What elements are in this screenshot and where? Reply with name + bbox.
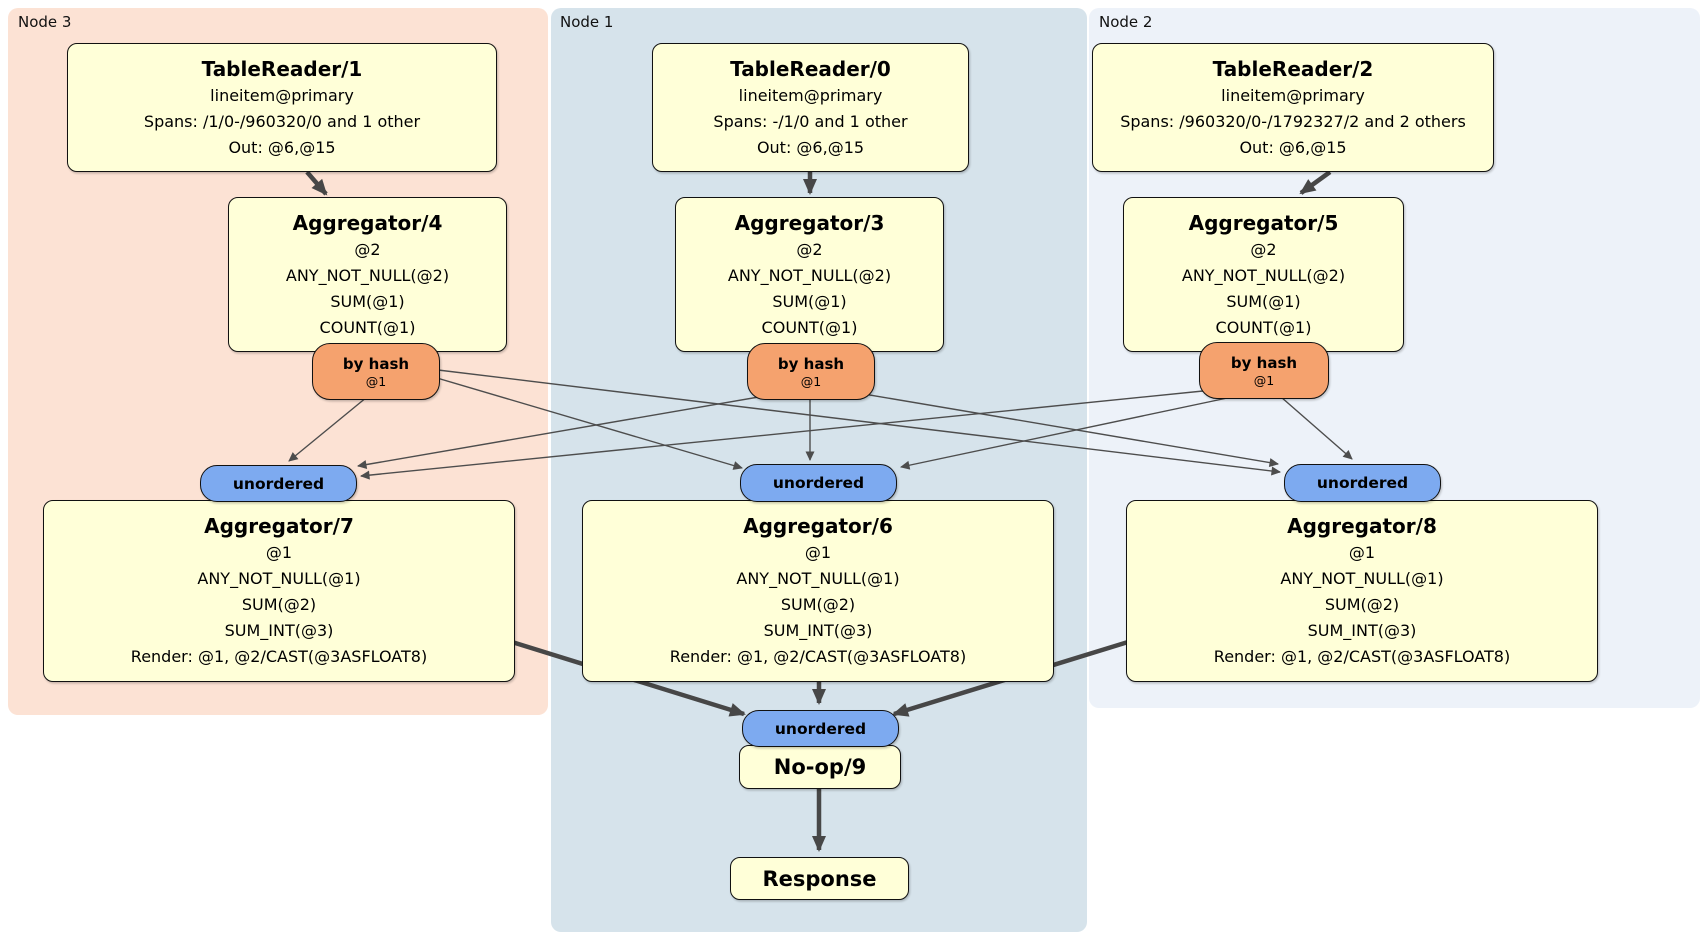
edge-hashM-unR — [845, 390, 1279, 468]
processor-detail: ANY_NOT_NULL(@1) — [1280, 569, 1444, 588]
router-key: @1 — [800, 373, 822, 389]
processor-tablereader-0: TableReader/0 lineitem@primary Spans: -/… — [652, 43, 969, 172]
edge-hashL-unL — [288, 396, 368, 462]
processor-detail: COUNT(@1) — [319, 317, 416, 337]
processor-aggregator-4: Aggregator/4 @2 ANY_NOT_NULL(@2) SUM(@1)… — [228, 197, 507, 352]
processor-title: TableReader/1 — [201, 56, 363, 81]
node3-label: Node 3 — [18, 13, 72, 31]
router-label: by hash — [342, 354, 410, 373]
processor-detail: ANY_NOT_NULL(@2) — [727, 265, 892, 285]
edge-hashL-unR — [437, 369, 1281, 476]
processor-noop-9: No-op/9 — [739, 745, 901, 789]
processor-detail: Spans: -/1/0 and 1 other — [713, 111, 908, 131]
processor-tablereader-2: TableReader/2 lineitem@primary Spans: /9… — [1092, 43, 1494, 172]
processor-detail: SUM(@1) — [330, 291, 405, 311]
processor-detail: COUNT(@1) — [1215, 317, 1312, 337]
processor-detail: @2 — [354, 239, 381, 259]
processor-detail: COUNT(@1) — [761, 317, 858, 337]
processor-title: Aggregator/5 — [1188, 210, 1339, 235]
processor-title: TableReader/0 — [730, 56, 891, 81]
processor-detail: Out: @6,@15 — [1239, 137, 1347, 157]
processor-title: Aggregator/7 — [204, 514, 354, 538]
processor-detail: Render: @1, @2/CAST(@3ASFLOAT8) — [130, 647, 428, 666]
processor-detail: SUM(@1) — [1226, 291, 1301, 311]
processor-detail: ANY_NOT_NULL(@1) — [736, 569, 900, 588]
processor-detail: @2 — [1250, 239, 1277, 259]
processor-detail: ANY_NOT_NULL(@1) — [197, 569, 361, 588]
processor-detail: Render: @1, @2/CAST(@3ASFLOAT8) — [669, 647, 967, 666]
processor-response: Response — [730, 857, 909, 900]
processor-detail: @1 — [1348, 543, 1376, 562]
processor-title: Response — [762, 866, 877, 891]
processor-detail: SUM(@2) — [241, 595, 317, 614]
processor-title: Aggregator/8 — [1287, 514, 1437, 538]
processor-detail: SUM(@2) — [780, 595, 856, 614]
processor-detail: @1 — [804, 543, 832, 562]
processor-detail: SUM(@2) — [1324, 595, 1400, 614]
processor-aggregator-3: Aggregator/3 @2 ANY_NOT_NULL(@2) SUM(@1)… — [675, 197, 944, 352]
edge-tr2-agg5 — [1299, 170, 1332, 195]
processor-detail: Render: @1, @2/CAST(@3ASFLOAT8) — [1213, 647, 1511, 666]
hash-router-right: by hash @1 — [1199, 342, 1329, 399]
processor-detail: Out: @6,@15 — [228, 137, 336, 157]
processor-aggregator-8: Aggregator/8 @1 ANY_NOT_NULL(@1) SUM(@2)… — [1126, 500, 1598, 682]
processor-title: No-op/9 — [773, 755, 867, 779]
processor-detail: lineitem@primary — [210, 85, 354, 105]
hash-router-middle: by hash @1 — [747, 343, 875, 400]
router-label: by hash — [777, 354, 845, 373]
router-key: @1 — [1253, 372, 1275, 388]
processor-tablereader-1: TableReader/1 lineitem@primary Spans: /1… — [67, 43, 497, 172]
stream-unordered-right: unordered — [1284, 464, 1441, 502]
processor-detail: SUM_INT(@3) — [1307, 621, 1417, 640]
processor-detail: SUM_INT(@3) — [763, 621, 873, 640]
processor-detail: @2 — [796, 239, 823, 259]
processor-title: Aggregator/3 — [734, 210, 885, 235]
processor-detail: ANY_NOT_NULL(@2) — [1181, 265, 1346, 285]
processor-aggregator-7: Aggregator/7 @1 ANY_NOT_NULL(@1) SUM(@2)… — [43, 500, 515, 682]
stream-unordered-final: unordered — [742, 710, 899, 747]
router-key: @1 — [365, 373, 387, 389]
processor-title: TableReader/2 — [1212, 56, 1374, 81]
edge-hashR-unM — [900, 396, 1233, 470]
processor-detail: Spans: /1/0-/960320/0 and 1 other — [143, 111, 421, 131]
edge-hashR-unL — [360, 390, 1204, 480]
processor-detail: lineitem@primary — [1221, 85, 1365, 105]
node1-label: Node 1 — [560, 13, 614, 31]
processor-title: Aggregator/6 — [743, 514, 893, 538]
processor-detail: lineitem@primary — [738, 85, 883, 105]
processor-detail: @1 — [265, 543, 293, 562]
processor-detail: SUM(@1) — [772, 291, 847, 311]
processor-detail: ANY_NOT_NULL(@2) — [285, 265, 450, 285]
stream-unordered-middle: unordered — [740, 464, 897, 502]
processor-detail: Out: @6,@15 — [756, 137, 865, 157]
hash-router-left: by hash @1 — [312, 343, 440, 400]
processor-detail: SUM_INT(@3) — [224, 621, 334, 640]
stream-unordered-left: unordered — [200, 465, 357, 502]
node2-label: Node 2 — [1099, 13, 1153, 31]
edge-hashR-unR — [1280, 396, 1353, 460]
edge-tr1-agg4 — [305, 170, 328, 196]
edge-hashL-unM — [436, 377, 743, 470]
processor-title: Aggregator/4 — [292, 210, 443, 235]
processor-aggregator-5: Aggregator/5 @2 ANY_NOT_NULL(@2) SUM(@1)… — [1123, 197, 1404, 352]
edge-hashM-unL — [357, 393, 777, 469]
processor-aggregator-6: Aggregator/6 @1 ANY_NOT_NULL(@1) SUM(@2)… — [582, 500, 1054, 682]
processor-detail: Spans: /960320/0-/1792327/2 and 2 others — [1120, 111, 1466, 131]
router-label: by hash — [1230, 353, 1298, 372]
